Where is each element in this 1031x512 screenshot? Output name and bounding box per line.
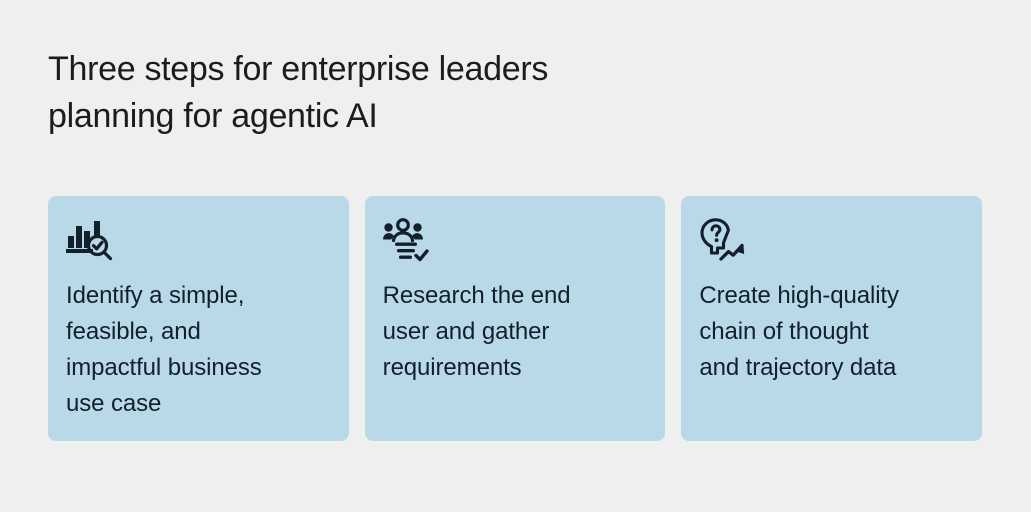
step-card-2[interactable]: Research the end user and gather require… [364, 196, 666, 441]
step-card-1[interactable]: Identify a simple, feasible, and impactf… [48, 196, 349, 441]
page-title: Three steps for enterprise leaders plann… [48, 50, 549, 135]
step-card-3[interactable]: Create high-quality chain of thought and… [681, 196, 983, 441]
step-card-2-text: Research the end user and gather require… [382, 282, 571, 381]
step-card-3-text: Create high-quality chain of thought and… [699, 282, 899, 381]
steps-card-row: Identify a simple, feasible, and impactf… [48, 196, 983, 441]
head-question-mark-trend-arrow-icon [699, 218, 747, 262]
people-group-checklist-check-icon [382, 218, 431, 262]
step-card-1-text: Identify a simple, feasible, and impactf… [66, 282, 262, 417]
bar-chart-magnifier-check-icon [66, 218, 114, 262]
